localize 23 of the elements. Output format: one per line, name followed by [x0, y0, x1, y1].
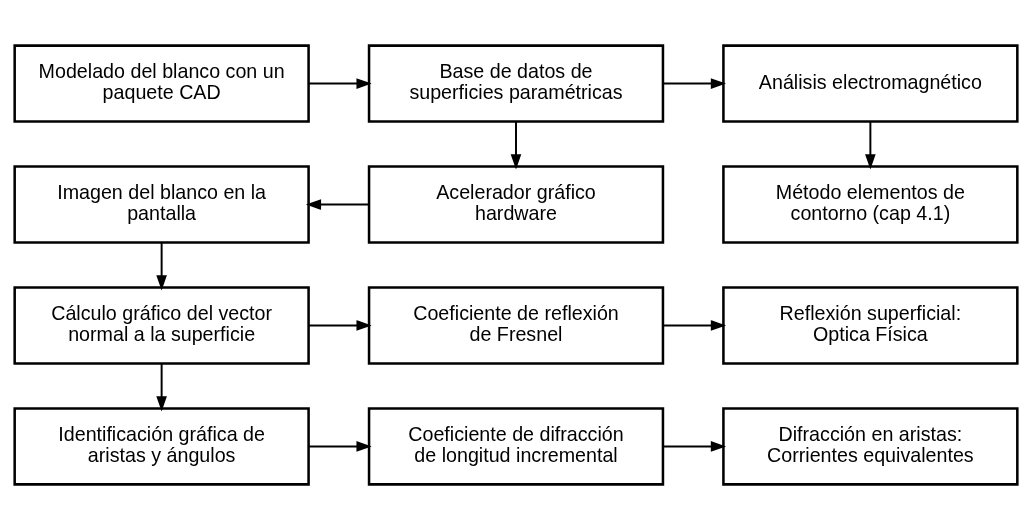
node-box: Identificación gráfica de aristas y ángulos [13, 406, 310, 486]
arrow [156, 362, 167, 411]
arrow [156, 241, 167, 290]
node-box: Método elementos de contorno (cap 4.1) [722, 164, 1019, 244]
node-box: Análisis electromagnético [722, 43, 1019, 123]
node-box: Acelerador gráfico hardware [367, 164, 665, 244]
arrow [865, 120, 876, 169]
node-box: Cálculo gráfico del vector normal a la superficie [13, 285, 310, 365]
node-box: Coeficiente de difracción de longitud incremental [367, 406, 665, 486]
arrow [305, 198, 370, 210]
node-box: Difracción en aristas: Corrientes equivalentes [722, 406, 1019, 486]
node-box: Imagen del blanco en la pantalla [13, 164, 310, 244]
arrow [307, 319, 372, 331]
node-box: Reflexión superficial: Optica Física [722, 285, 1019, 365]
arrow [307, 77, 372, 89]
arrow [307, 440, 372, 452]
arrow [662, 77, 727, 89]
node-box: Modelado del blanco con un paquete CAD [13, 43, 310, 123]
node-box: Base de datos de superficies paramétricas [367, 43, 665, 123]
arrow [662, 440, 727, 452]
arrow [662, 319, 727, 331]
node-box: Coeficiente de reflexión de Fresnel [367, 285, 665, 365]
arrow [510, 120, 522, 169]
